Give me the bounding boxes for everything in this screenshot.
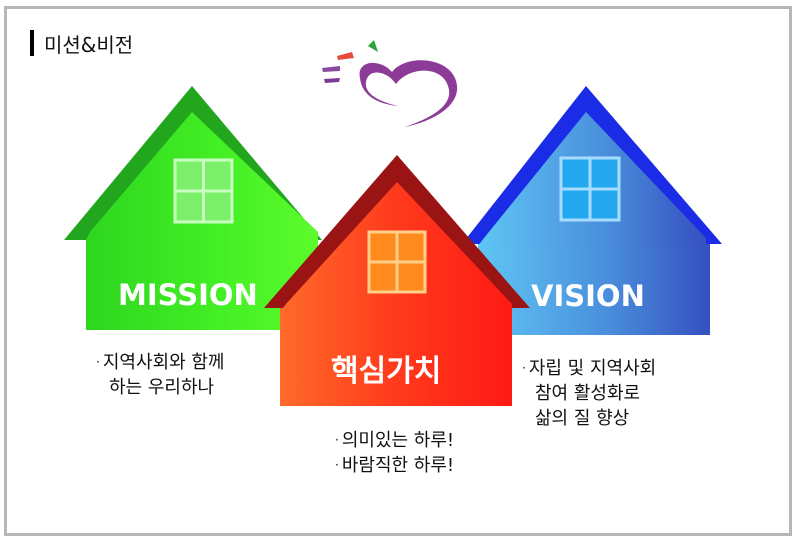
mission-label: MISSION	[118, 278, 258, 312]
bullet-icon: ·	[522, 361, 526, 375]
window-mission	[173, 158, 234, 224]
content-frame	[4, 6, 792, 536]
core-values-description: ·의미있는 하루! ·바람직한 하루!	[335, 428, 454, 478]
house-core-values	[264, 155, 530, 406]
house-mission	[64, 86, 322, 330]
window-core-values	[367, 230, 427, 294]
mission-line-2: 하는 우리하나	[109, 377, 215, 398]
bullet-icon: ·	[335, 433, 339, 447]
mission-line-1: ·지역사회와 함께	[96, 352, 225, 373]
page-title: 미션&비전	[44, 32, 134, 57]
vision-description: ·자립 및 지역사회 참여 활성화로 삶의 질 향상	[522, 356, 656, 431]
page-header: 미션&비전	[30, 30, 134, 57]
bullet-icon: ·	[96, 355, 100, 369]
core-line-1: ·의미있는 하루!	[335, 430, 455, 451]
mission-description: ·지역사회와 함께 하는 우리하나	[96, 350, 224, 400]
title-marker	[30, 30, 34, 56]
window-vision	[559, 156, 621, 222]
core-line-2: ·바람직한 하루!	[335, 455, 455, 476]
heart-swirl-logo-icon	[322, 40, 458, 127]
vision-line-2: 참여 활성화로	[535, 383, 641, 404]
core-values-label: 핵심가치	[331, 354, 442, 389]
vision-line-1: ·자립 및 지역사회	[522, 358, 657, 379]
bullet-icon: ·	[335, 458, 339, 472]
vision-label: VISION	[531, 279, 645, 313]
house-vision	[462, 86, 722, 335]
vision-line-3: 삶의 질 향상	[535, 408, 630, 429]
